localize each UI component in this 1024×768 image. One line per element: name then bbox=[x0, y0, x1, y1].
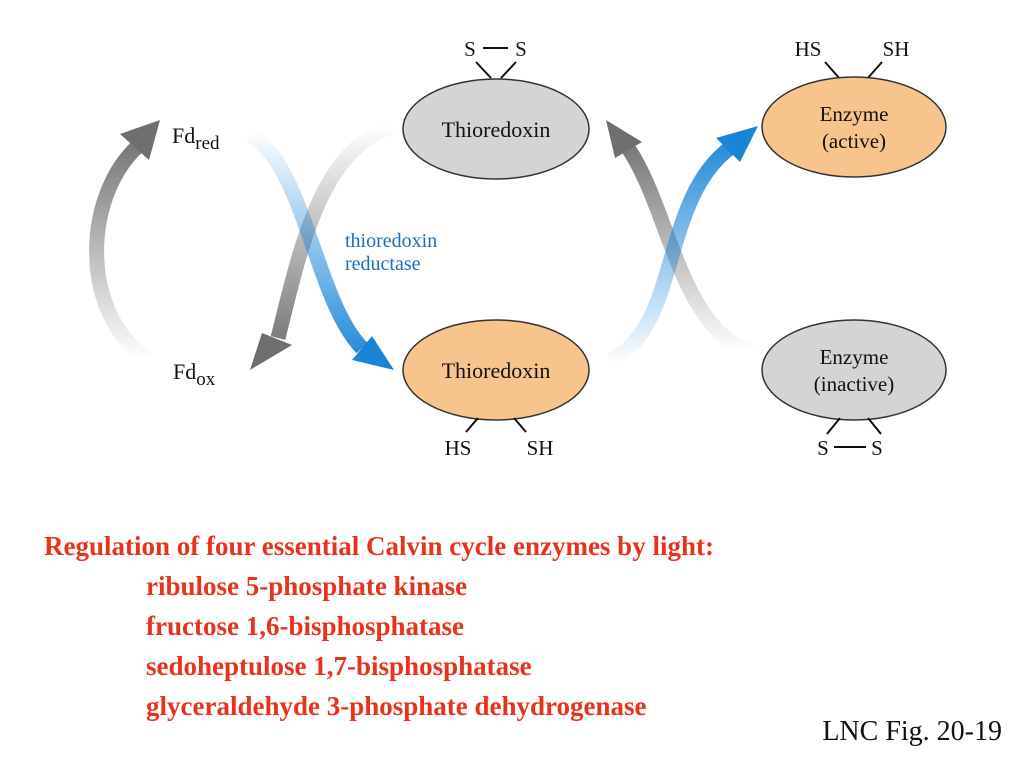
enzyme-active-hs-label: HS bbox=[795, 37, 822, 61]
enzyme-inactive: Enzyme (inactive) S S bbox=[761, 319, 947, 460]
thioredoxin-reduction-arrow bbox=[245, 128, 394, 370]
fd-oxidized-label: Fdox bbox=[173, 359, 216, 390]
enzyme-active-line2: (active) bbox=[822, 129, 886, 153]
disulfide-s-left: S bbox=[464, 37, 476, 61]
enzyme-list-item: ribulose 5-phosphate kinase bbox=[146, 571, 468, 601]
thioredoxin-oxidation-arrow bbox=[250, 119, 395, 370]
enzyme-list-item: fructose 1,6-bisphosphatase bbox=[146, 611, 465, 641]
caption-heading: Regulation of four essential Calvin cycl… bbox=[44, 531, 714, 561]
reductase-label-line2: reductase bbox=[345, 253, 421, 275]
fd-reduced-label: Fdred bbox=[172, 123, 220, 154]
enzyme-disulfide-s-left: S bbox=[817, 436, 829, 460]
enzyme-active-sh-label: SH bbox=[883, 37, 910, 61]
enzyme-list-item: glyceraldehyde 3-phosphate dehydrogenase bbox=[146, 691, 647, 721]
thioredoxin-reduced-label: Thioredoxin bbox=[442, 358, 551, 383]
caption: Regulation of four essential Calvin cycl… bbox=[44, 526, 984, 726]
enzyme-list-item: sedoheptulose 1,7-bisphosphatase bbox=[146, 651, 532, 681]
enzyme-active-line1: Enzyme bbox=[820, 102, 889, 126]
figure-reference: LNC Fig. 20-19 bbox=[822, 716, 1002, 747]
thioredoxin-reduced: Thioredoxin HS SH bbox=[402, 319, 590, 460]
thioredoxin-regulation-diagram: Fdred Fdox thioredoxin reductase S S Thi… bbox=[89, 37, 947, 460]
enzyme-oxidation-arrow bbox=[606, 120, 755, 360]
thioredoxin-oxidized: S S Thioredoxin bbox=[402, 37, 590, 180]
enzyme-inactive-line2: (inactive) bbox=[814, 372, 894, 396]
disulfide-s-right: S bbox=[515, 37, 527, 61]
enzyme-activation-arrow bbox=[606, 126, 758, 367]
fd-cycle-arrow bbox=[89, 120, 160, 367]
enzyme-inactive-line1: Enzyme bbox=[820, 345, 889, 369]
thiol-hs-label: HS bbox=[445, 436, 472, 460]
enzyme-disulfide-s-right: S bbox=[871, 436, 883, 460]
thioredoxin-oxidized-label: Thioredoxin bbox=[442, 117, 551, 142]
thiol-sh-label: SH bbox=[527, 436, 554, 460]
enzyme-active: HS SH Enzyme (active) bbox=[761, 37, 947, 178]
reductase-label-line1: thioredoxin bbox=[345, 230, 437, 252]
